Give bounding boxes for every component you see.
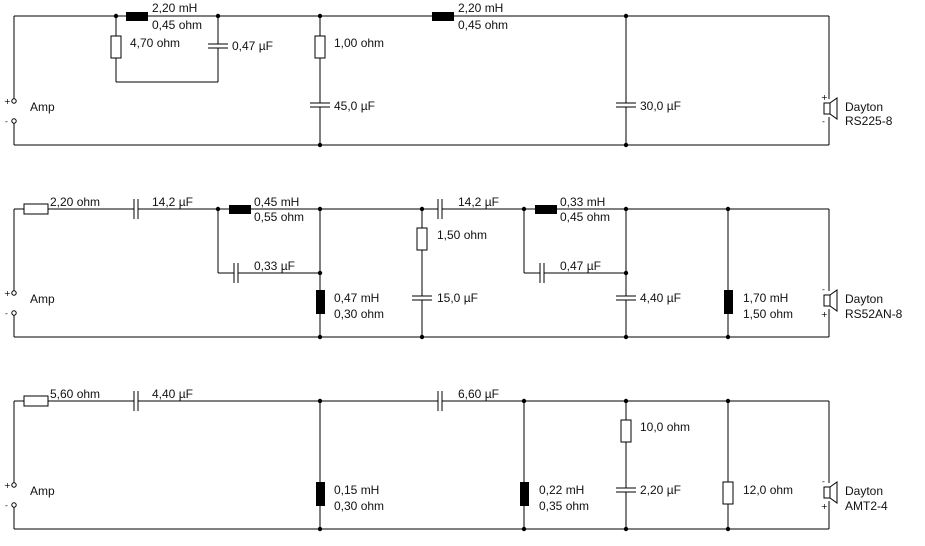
speaker-brand: Dayton (845, 100, 883, 114)
inductor-symbol (229, 205, 251, 214)
inductor-symbol (520, 482, 529, 506)
svg-text:+: + (4, 97, 11, 106)
component-value: 2,20 µF (640, 483, 681, 497)
component-value: 4,40 µF (640, 291, 681, 305)
component-value: 5,60 ohm (50, 387, 100, 401)
speaker-brand: Dayton (845, 484, 883, 498)
component-value: 1,50 ohm (437, 228, 487, 242)
component-value: 14,2 µF (152, 195, 193, 209)
component-value: 1,00 ohm (334, 36, 384, 50)
resistor-symbol (722, 481, 734, 505)
midrange-wires (13, 208, 830, 338)
speaker-brand: Dayton (845, 292, 883, 306)
junction-dots (113, 13, 629, 148)
svg-text:-: - (822, 477, 825, 486)
woofer-wires (13, 15, 830, 146)
speaker-icon: - + (821, 285, 838, 319)
speaker-model: RS225-8 (845, 114, 893, 128)
inductor-symbol (126, 12, 148, 21)
junction-dots (215, 206, 731, 340)
capacitor-symbol (616, 295, 636, 301)
svg-text:+: + (821, 502, 828, 511)
speaker-icon: - + (821, 477, 838, 511)
component-value: 0,15 mH (334, 483, 379, 497)
component-value: 2,20 mH (152, 1, 197, 15)
svg-text:-: - (5, 117, 8, 126)
capacitor-symbol (208, 43, 228, 49)
component-value: 4,70 ohm (130, 36, 180, 50)
speaker-model: AMT2-4 (845, 499, 888, 513)
capacitor-symbol (616, 102, 636, 108)
amp-label: Amp (30, 100, 55, 114)
amp-terminals: + - (4, 481, 17, 510)
amp-terminals: + - (4, 97, 17, 126)
resistor-symbol (23, 395, 49, 407)
amp-label: Amp (30, 484, 55, 498)
tweeter-wires (13, 400, 830, 530)
junction-dots (317, 398, 731, 532)
component-value: 45,0 µF (334, 99, 375, 113)
svg-text:+: + (4, 481, 11, 490)
amp-label: Amp (30, 292, 55, 306)
capacitor-symbol (539, 263, 545, 283)
component-dcr: 0,45 ohm (458, 18, 508, 32)
component-value: 2,20 ohm (50, 195, 100, 209)
svg-text:+: + (821, 93, 828, 102)
capacitor-symbol (310, 102, 330, 108)
component-dcr: 0,55 ohm (254, 210, 304, 224)
component-value: 30,0 µF (640, 99, 681, 113)
inductor-symbol (432, 12, 454, 21)
tweeter-circuit: + - Amp - + Dayton AMT2-4 5,60 ohm 4,40 … (4, 387, 888, 532)
svg-text:+: + (4, 289, 11, 298)
component-value: 0,22 mH (539, 483, 584, 497)
speaker-model: RS52AN-8 (845, 307, 903, 321)
svg-text:-: - (822, 117, 825, 126)
speaker-icon: + - (821, 93, 838, 126)
resistor-symbol (416, 227, 428, 251)
component-dcr: 0,35 ohm (539, 499, 589, 513)
capacitor-symbol (616, 487, 636, 493)
component-value: 2,20 mH (458, 1, 503, 15)
inductor-symbol (316, 290, 325, 314)
inductor-symbol (535, 205, 557, 214)
component-value: 0,45 mH (254, 195, 299, 209)
component-dcr: 0,45 ohm (152, 18, 202, 32)
svg-text:-: - (5, 309, 8, 318)
capacitor-symbol (437, 199, 443, 219)
capacitor-symbol (437, 391, 443, 411)
resistor-symbol (314, 35, 326, 59)
svg-text:-: - (822, 285, 825, 294)
capacitor-symbol (412, 295, 432, 301)
component-value: 0,47 µF (560, 259, 601, 273)
component-value: 0,47 mH (334, 291, 379, 305)
inductor-symbol (724, 290, 733, 314)
woofer-circuit: + - Amp + - Dayton RS225-8 2,20 mH 0,45 … (4, 1, 893, 148)
component-value: 10,0 ohm (640, 420, 690, 434)
component-dcr: 1,50 ohm (743, 307, 793, 321)
component-dcr: 0,45 ohm (560, 210, 610, 224)
svg-text:-: - (5, 501, 8, 510)
component-dcr: 0,30 ohm (334, 307, 384, 321)
component-value: 1,70 mH (743, 291, 788, 305)
component-value: 14,2 µF (458, 195, 499, 209)
resistor-symbol (110, 35, 122, 59)
inductor-symbol (316, 482, 325, 506)
midrange-circuit: + - Amp - + Dayton RS52AN-8 2,20 ohm 14,… (4, 195, 903, 340)
component-dcr: 0,30 ohm (334, 499, 384, 513)
resistor-symbol (23, 203, 49, 215)
component-value: 4,40 µF (152, 387, 193, 401)
component-value: 15,0 µF (437, 291, 478, 305)
resistor-symbol (620, 419, 632, 443)
svg-text:+: + (821, 310, 828, 319)
capacitor-symbol (133, 391, 139, 411)
component-value: 6,60 µF (458, 387, 499, 401)
component-value: 0,47 µF (232, 39, 273, 53)
capacitor-symbol (133, 199, 139, 219)
component-value: 0,33 mH (560, 195, 605, 209)
capacitor-symbol (233, 263, 239, 283)
amp-terminals: + - (4, 289, 17, 318)
component-value: 0,33 µF (254, 259, 295, 273)
component-value: 12,0 ohm (743, 483, 793, 497)
